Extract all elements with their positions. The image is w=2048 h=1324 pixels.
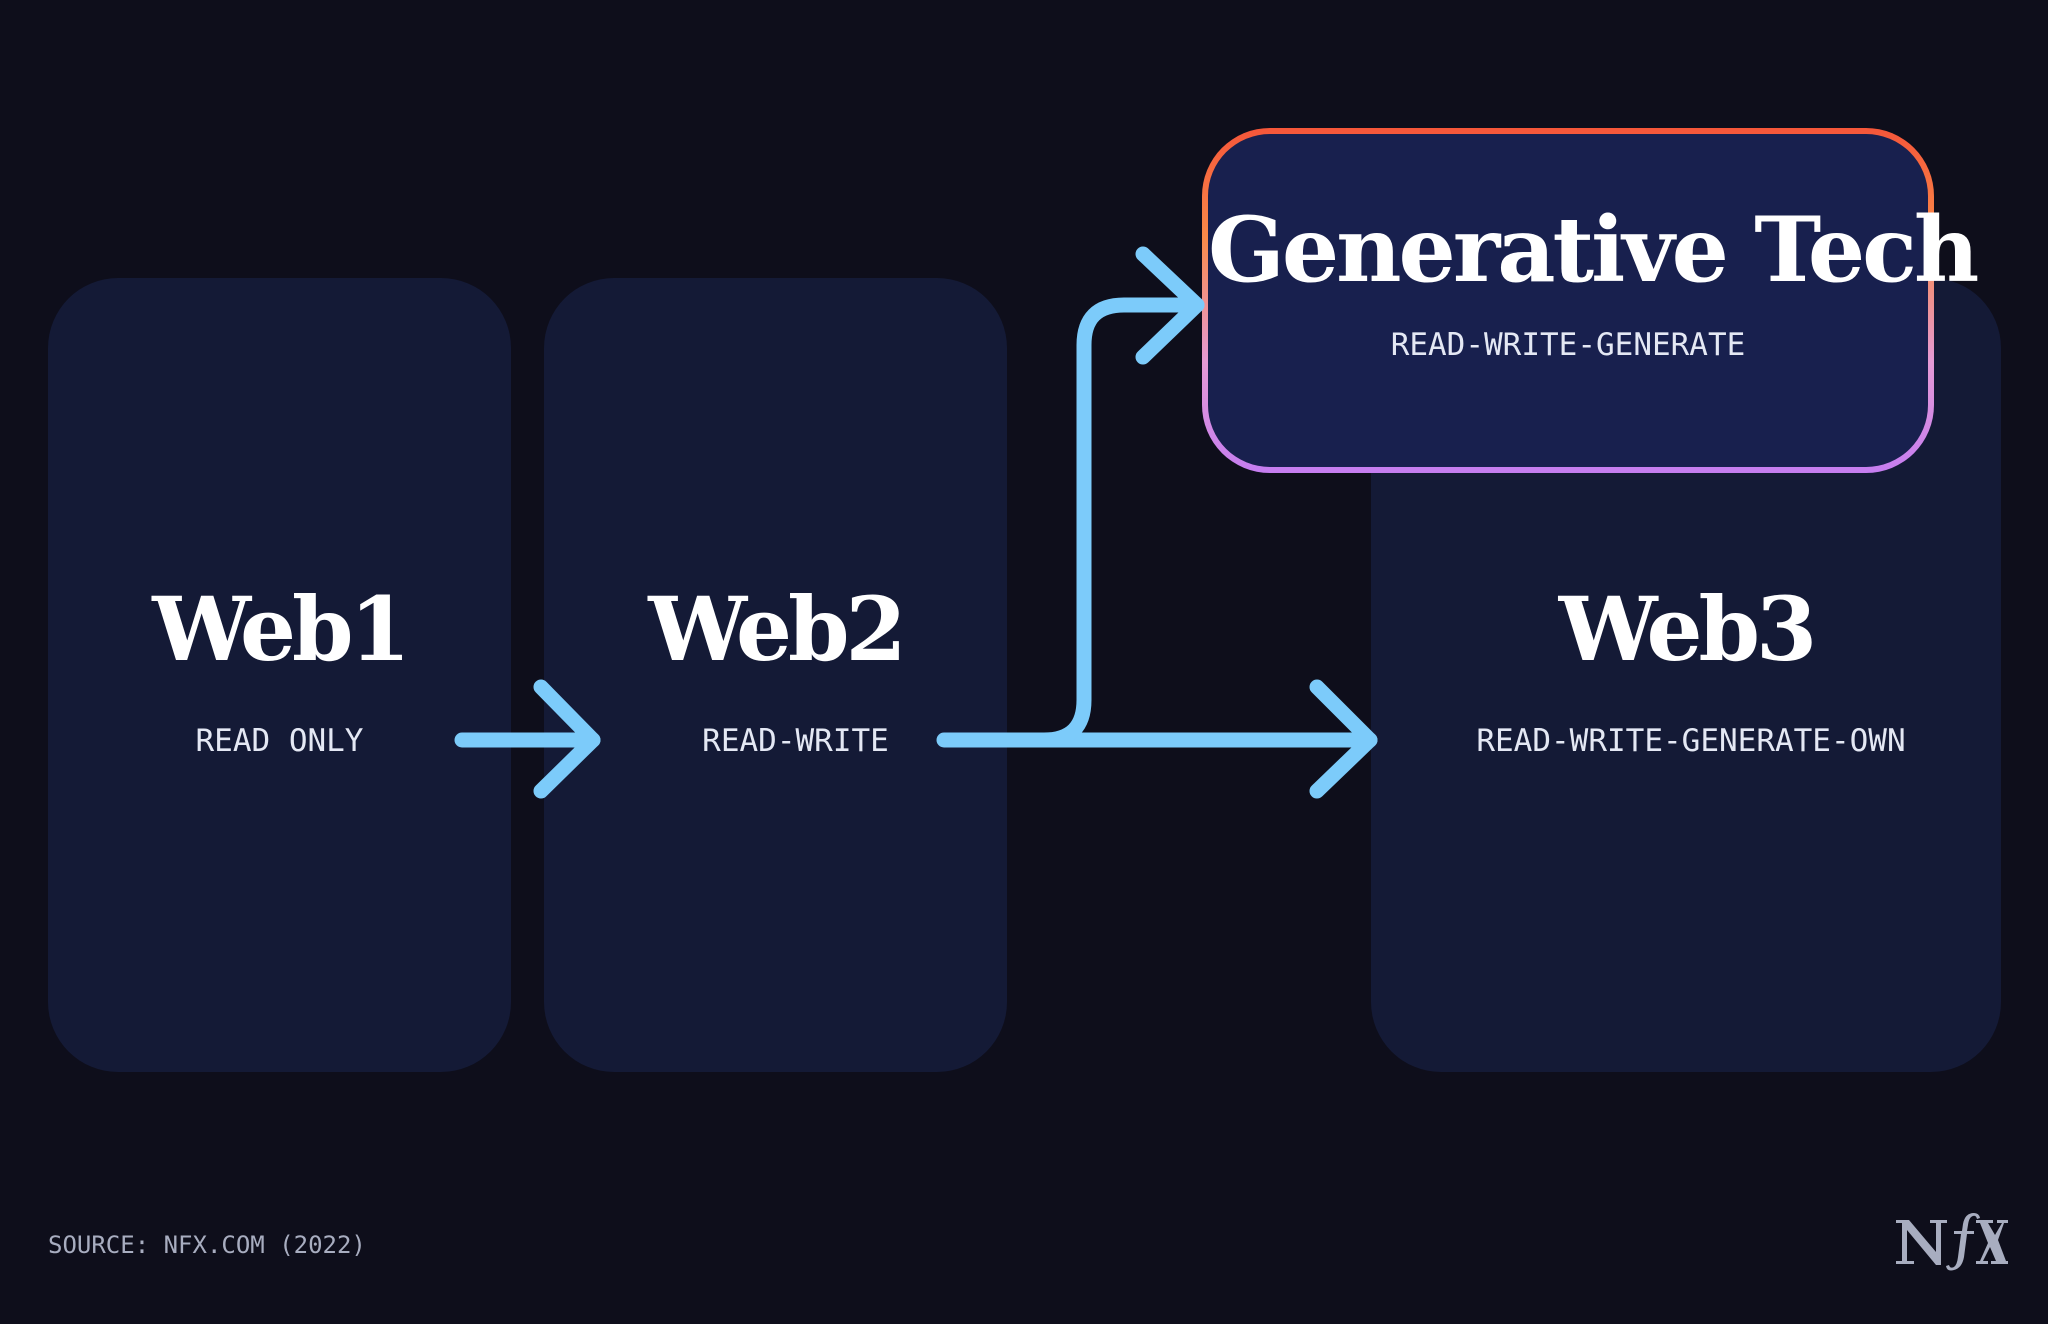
nfx-logo-mark [1896,1213,2008,1271]
web2-subtitle: READ-WRITE [702,723,889,759]
arrow-web1-to-web2 [454,679,601,799]
arrow-web2-to-web3-head [1309,679,1378,799]
arrow-web2-to-web3 [936,679,1378,799]
generative-tech-subtitle: READ-WRITE-GENERATE [1390,327,1746,363]
arrow-web1-to-web2-head [533,679,601,799]
generative-tech-card [1208,134,1928,467]
web3-subtitle: READ-WRITE-GENERATE-OWN [1476,723,1906,759]
arrow-web2-to-generative-head [1135,246,1205,365]
source-credit: SOURCE: NFX.COM (2022) [48,1231,366,1259]
web1-card [48,278,511,1072]
arrow-web2-to-generative [1036,246,1205,748]
arrow-web2-to-generative-shaft [1036,297,1205,748]
web2-title: Web2 [648,577,906,681]
web1-subtitle: READ ONLY [195,723,364,759]
web1-title: Web1 [152,577,410,681]
web2-card [544,278,1007,1072]
generative-tech-title: Generative Tech [1208,197,1979,303]
nfx-logo [1896,1213,2008,1271]
web3-title: Web3 [1558,577,1817,681]
